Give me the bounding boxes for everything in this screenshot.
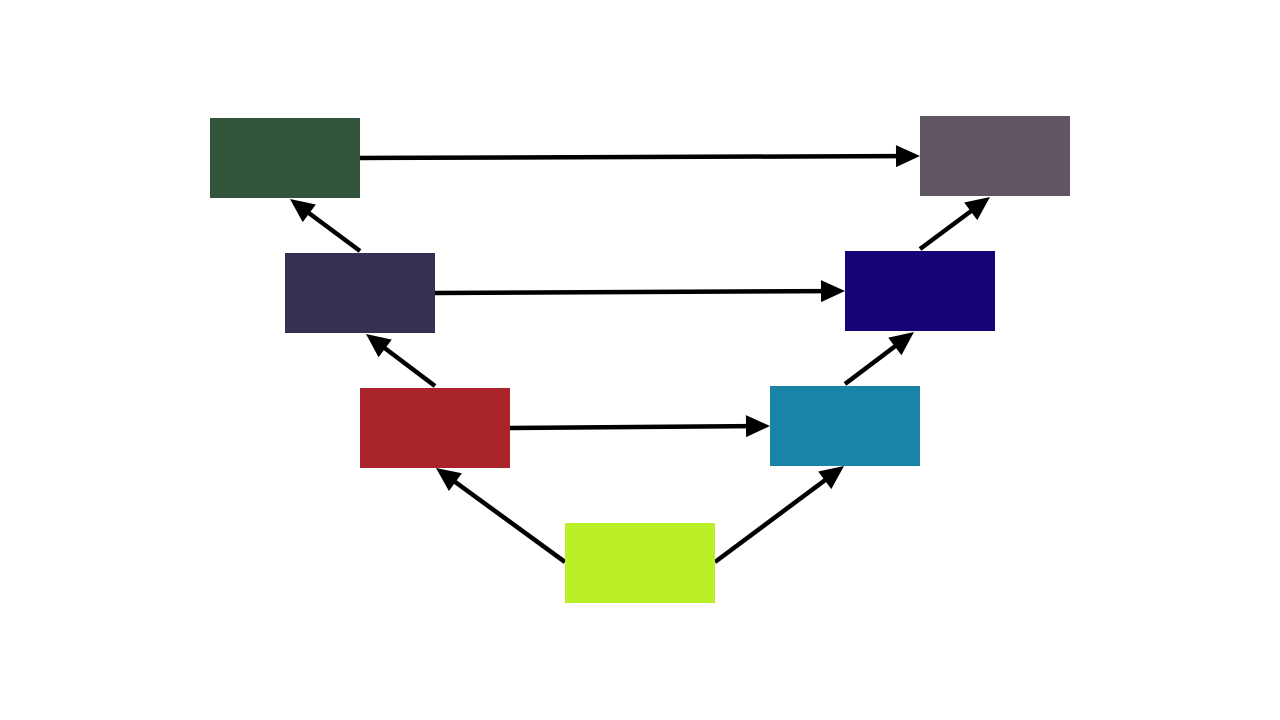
edge-line xyxy=(918,208,974,251)
edge-bottom-to-left-lower-mid xyxy=(436,468,567,564)
edge-line xyxy=(434,288,824,296)
arrowhead-icon xyxy=(895,145,920,168)
node-left-top xyxy=(210,118,360,198)
node-left-upper-mid xyxy=(285,253,435,333)
arrowhead-icon xyxy=(366,334,392,358)
arrowhead-icon xyxy=(436,468,462,492)
nodes xyxy=(210,116,1070,603)
arrowhead-icon xyxy=(964,197,990,221)
edge-right-upper-mid-to-right-top xyxy=(918,197,990,251)
node-right-upper-mid xyxy=(845,251,995,331)
arrowhead-icon xyxy=(745,415,770,438)
edges xyxy=(290,145,990,564)
edge-line xyxy=(843,343,898,386)
node-right-top xyxy=(920,116,1070,196)
node-left-lower-mid xyxy=(360,388,510,468)
edge-left-lower-mid-to-right-lower-mid xyxy=(509,415,770,438)
edge-left-top-to-right-top xyxy=(359,145,920,168)
node-bottom xyxy=(565,523,715,603)
edge-left-upper-mid-to-right-upper-mid xyxy=(434,280,845,303)
arrowhead-icon xyxy=(290,199,316,223)
edge-line xyxy=(452,479,567,564)
edge-line xyxy=(359,153,899,161)
edge-left-lower-mid-to-left-upper-mid xyxy=(366,334,437,388)
arrowhead-icon xyxy=(888,332,914,356)
edge-line xyxy=(509,423,749,431)
edge-bottom-to-right-lower-mid xyxy=(713,466,844,564)
arrowhead-icon xyxy=(820,280,845,303)
arrowhead-icon xyxy=(818,466,844,490)
node-right-lower-mid xyxy=(770,386,920,466)
edge-line xyxy=(306,210,362,253)
edge-line xyxy=(713,477,828,564)
edge-right-lower-mid-to-right-upper-mid xyxy=(843,332,914,386)
edge-left-upper-mid-to-left-top xyxy=(290,199,362,253)
edge-line xyxy=(382,345,437,388)
